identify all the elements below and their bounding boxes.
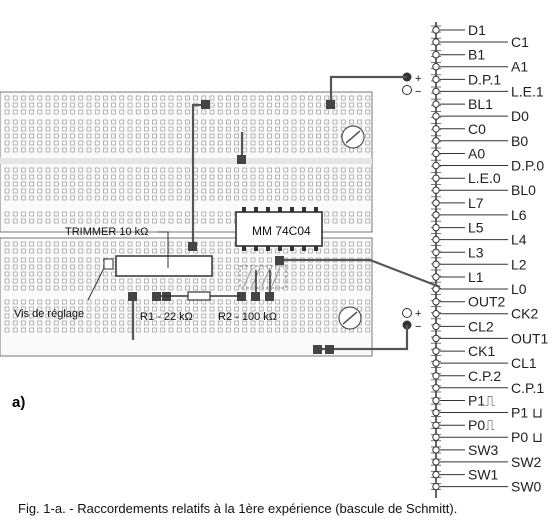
power-terminal-lower: + − — [402, 308, 421, 333]
pin-label-right: CL1 — [511, 355, 537, 371]
wire-output-to-l0 — [280, 258, 441, 289]
pin-label-right: L6 — [511, 207, 527, 223]
pin-left-dot — [432, 248, 440, 257]
wire-top-power — [329, 75, 407, 104]
pin-label-left: OUT2 — [468, 294, 506, 310]
pin-right-dot — [432, 235, 440, 244]
trimmer-label: TRIMMER 10 kΩ — [65, 226, 148, 238]
pin-left-dot — [432, 223, 440, 232]
pin-label-right: B0 — [511, 133, 528, 149]
pin-left-dot — [432, 421, 440, 429]
chip-label: MM 74C04 — [252, 224, 311, 238]
pin-label-left: L1 — [468, 269, 484, 285]
pin-left-dot — [432, 26, 440, 34]
pin-right-dot — [432, 408, 440, 417]
resistor-r2-hatched — [239, 265, 287, 292]
pin-left-dot — [432, 273, 440, 281]
pin-label-left: CL2 — [468, 318, 494, 334]
pin-label-left: A0 — [468, 146, 485, 162]
pin-right-dot — [432, 310, 440, 318]
pin-right-dot — [432, 260, 440, 268]
figure-caption: Fig. 1-a. - Raccordements relatifs à la … — [18, 501, 457, 516]
pin-right-dot — [432, 482, 440, 491]
figure-label: a) — [12, 394, 25, 411]
pin-left-dot — [432, 174, 440, 182]
breadboard-upper — [0, 91, 373, 233]
minus-sign-lower: − — [415, 321, 421, 333]
r1-label: R1 - 22 kΩ — [140, 311, 193, 323]
pin-label-left: D.P.1 — [468, 71, 501, 87]
pin-left-dot — [432, 298, 440, 306]
pin-left-dot — [432, 396, 440, 405]
pin-right-dot — [432, 87, 440, 96]
pin-right-dot — [432, 433, 440, 441]
pin-label-right: L.E.1 — [511, 83, 544, 99]
pin-label-right: C.P.1 — [511, 380, 544, 396]
pin-right-dot — [432, 334, 440, 343]
pin-label-left: P0⎍ — [468, 417, 495, 433]
pin-label-left: C.P.2 — [468, 368, 501, 384]
pin-label-right: P1 ⊔ — [511, 405, 543, 421]
pin-label-right: P0 ⊔ — [511, 429, 543, 445]
pin-right-dot — [432, 458, 440, 466]
pin-label-left: D1 — [468, 22, 486, 38]
pin-left-dot — [432, 149, 440, 158]
minus-sign-upper: − — [415, 86, 421, 98]
pin-right-dot — [432, 384, 440, 392]
r2-label: R2 - 100 kΩ — [218, 311, 277, 323]
pin-right-dot — [432, 137, 440, 145]
pin-left-dot — [432, 372, 440, 380]
plus-sign-lower: + — [415, 308, 421, 320]
pin-label-right: BL0 — [511, 182, 536, 198]
pin-label-left: C0 — [468, 121, 486, 137]
pin-left-dot — [432, 446, 440, 454]
pin-label-left: SW3 — [468, 442, 499, 458]
connector-strip: D1B1D.P.1BL1C0A0L.E.0L7L5L3L1OUT2CL2CK1C… — [431, 22, 549, 498]
pin-label-right: D0 — [511, 108, 529, 124]
pin-left-dot — [432, 470, 440, 479]
pin-label-left: P1⎍ — [468, 393, 495, 409]
adjust-screw-lower — [338, 306, 362, 330]
pin-label-right: OUT1 — [511, 330, 549, 346]
pin-right-dot — [432, 161, 440, 170]
resistor-r1 — [160, 291, 240, 301]
pin-label-left: CK1 — [468, 343, 495, 359]
pin-left-dot — [432, 100, 440, 108]
pin-left-dot — [432, 199, 440, 207]
adjust-screw-label: Vis de réglage — [14, 308, 84, 320]
pin-label-left: B1 — [468, 47, 485, 63]
pin-label-right: L0 — [511, 281, 527, 297]
pin-right-dot — [432, 359, 440, 367]
pin-label-left: L.E.0 — [468, 170, 501, 186]
chip-mm74c04 — [235, 207, 323, 251]
pin-left-dot — [432, 51, 440, 59]
pin-label-left: BL1 — [468, 96, 493, 112]
pin-label-right: C1 — [511, 34, 529, 50]
pin-label-right: SW2 — [511, 454, 542, 470]
pin-label-right: L2 — [511, 256, 527, 272]
pin-right-dot — [432, 186, 440, 194]
pin-label-left: SW1 — [468, 467, 499, 483]
pin-right-dot — [432, 211, 440, 219]
pin-label-right: L4 — [511, 232, 527, 248]
pin-label-right: D.P.0 — [511, 158, 544, 174]
wire-lower-power — [316, 325, 409, 351]
pin-right-dot — [432, 112, 440, 120]
pin-label-left: L3 — [468, 244, 484, 260]
pin-right-dot — [432, 62, 440, 71]
pin-label-left: L5 — [468, 220, 484, 236]
pin-left-dot — [432, 347, 440, 355]
pin-left-dot — [432, 75, 440, 84]
plus-sign-upper: + — [415, 73, 421, 85]
trimmer-component — [103, 231, 213, 277]
pin-left-dot — [432, 125, 440, 133]
adjust-screw-upper — [341, 125, 365, 149]
pin-left-dot — [432, 322, 440, 331]
pin-label-right: CK2 — [511, 306, 538, 322]
pin-right-dot — [432, 38, 440, 46]
pin-label-right: A1 — [511, 59, 528, 75]
pin-label-left: L7 — [468, 195, 484, 211]
pin-label-right: SW0 — [511, 479, 542, 495]
